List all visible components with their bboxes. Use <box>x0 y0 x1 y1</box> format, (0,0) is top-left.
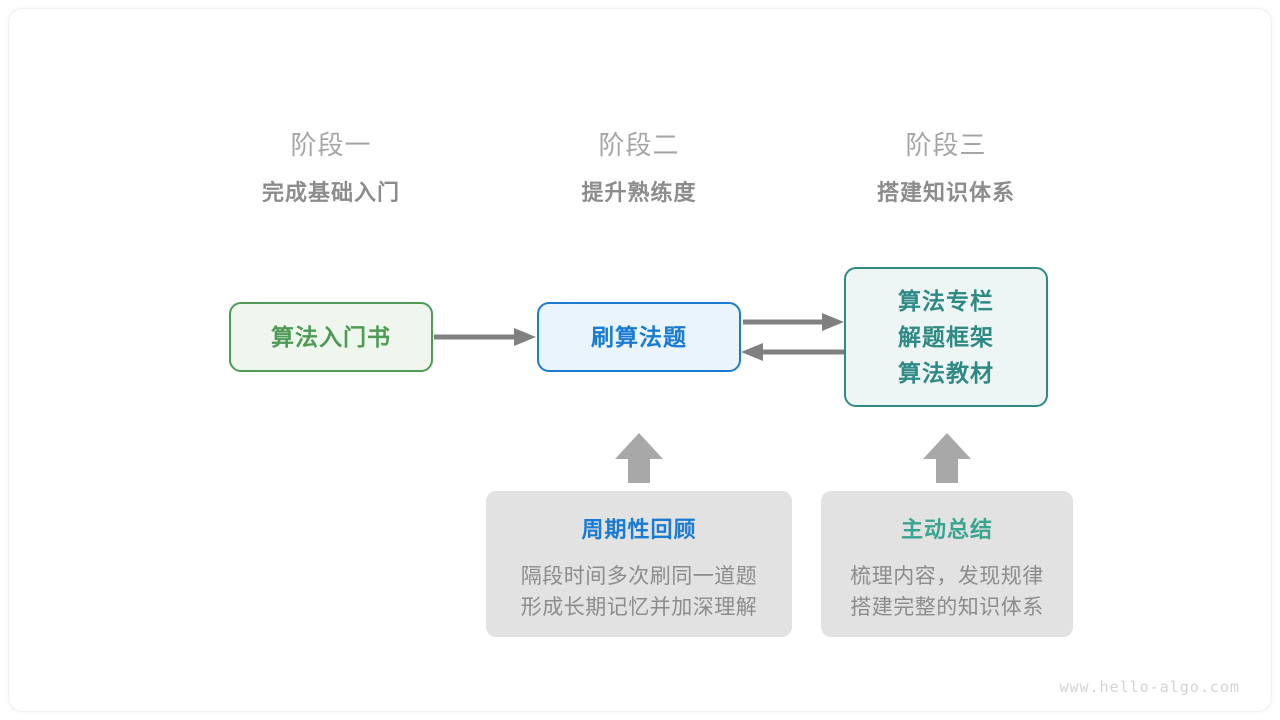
watermark: www.hello-algo.com <box>1059 678 1240 696</box>
note-active-summary-body-2: 搭建完整的知识体系 <box>850 596 1044 619</box>
node-intro-book: 算法入门书 <box>229 302 433 372</box>
node-practice-problems: 刷算法题 <box>537 302 741 372</box>
node-knowledge-system-line-3: 算法教材 <box>898 360 994 386</box>
node-intro-book-line-1: 算法入门书 <box>271 324 391 350</box>
note-periodic-review-body-1: 隔段时间多次刷同一道题 <box>520 565 758 588</box>
note-periodic-review: 周期性回顾 隔段时间多次刷同一道题 形成长期记忆并加深理解 <box>486 491 792 637</box>
node-knowledge-system-line-1: 算法专栏 <box>898 288 994 314</box>
stage-title-3: 搭建知识体系 <box>876 180 1015 205</box>
stage-header-1: 阶段一 完成基础入门 <box>201 128 461 208</box>
stage-header-3: 阶段三 搭建知识体系 <box>816 128 1076 208</box>
stage-title-1: 完成基础入门 <box>261 180 400 205</box>
note-periodic-review-body-2: 形成长期记忆并加深理解 <box>520 596 758 619</box>
node-practice-problems-line-1: 刷算法题 <box>591 324 687 350</box>
note-periodic-review-title: 周期性回顾 <box>581 517 697 542</box>
stage-title-2: 提升熟练度 <box>581 180 697 205</box>
node-knowledge-system: 算法专栏 解题框架 算法教材 <box>844 267 1048 407</box>
note-active-summary: 主动总结 梳理内容，发现规律 搭建完整的知识体系 <box>821 491 1073 637</box>
stage-label-3: 阶段三 <box>905 130 987 160</box>
stage-label-2: 阶段二 <box>598 130 680 160</box>
note-active-summary-title: 主动总结 <box>900 517 993 542</box>
note-active-summary-body-1: 梳理内容，发现规律 <box>850 565 1044 588</box>
stage-label-1: 阶段一 <box>290 130 372 160</box>
node-knowledge-system-line-2: 解题框架 <box>898 324 994 350</box>
stage-header-2: 阶段二 提升熟练度 <box>509 128 769 208</box>
